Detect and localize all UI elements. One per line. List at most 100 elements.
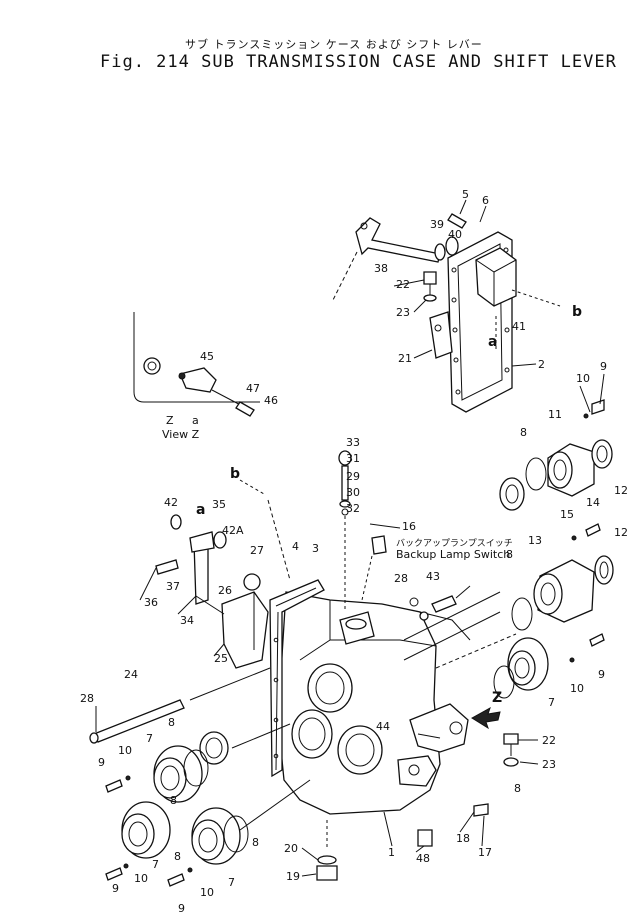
figure-title-japanese: サブ トランスミッション ケース および シフト レバー bbox=[185, 38, 483, 51]
callout: 11 bbox=[548, 408, 562, 421]
callout: 7 bbox=[228, 876, 235, 889]
callout: 8 bbox=[252, 836, 259, 849]
bolt bbox=[423, 271, 437, 285]
callout: 43 bbox=[426, 570, 440, 583]
callout: 25 bbox=[214, 652, 228, 665]
callout: 4 bbox=[292, 540, 299, 553]
callout: 27 bbox=[250, 544, 264, 557]
callout: 41 bbox=[512, 320, 526, 333]
callout: 1 bbox=[388, 846, 395, 859]
backup-lamp-switch-label: Backup Lamp Switch bbox=[396, 548, 510, 561]
callout: 10 bbox=[134, 872, 148, 885]
view-arrow bbox=[471, 706, 501, 730]
washer bbox=[434, 243, 446, 261]
callout-labels: 5 6 39 40 38 22 23 41 21 2 9 10 11 8 12 … bbox=[80, 188, 628, 915]
callout: 22 bbox=[542, 734, 556, 747]
callout: 24 bbox=[124, 668, 138, 681]
callout: 19 bbox=[286, 870, 300, 883]
bracket bbox=[429, 311, 453, 359]
backup-lamp-switch bbox=[431, 595, 457, 613]
callout: 21 bbox=[398, 352, 412, 365]
fork-bracket bbox=[221, 591, 269, 669]
callout: 12 bbox=[614, 484, 628, 497]
callout: 8 bbox=[170, 794, 177, 807]
callout: 7 bbox=[152, 858, 159, 871]
callout: 26 bbox=[218, 584, 232, 597]
callout: 17 bbox=[478, 846, 492, 859]
callout: 6 bbox=[482, 194, 489, 207]
callout: 18 bbox=[456, 832, 470, 845]
callout: 37 bbox=[166, 580, 180, 593]
callout: 15 bbox=[560, 508, 574, 521]
callout: 23 bbox=[396, 306, 410, 319]
figure-title: Fig. 214 SUB TRANSMISSION CASE AND SHIFT… bbox=[100, 52, 617, 72]
callout: 9 bbox=[598, 668, 605, 681]
callout: 16 bbox=[402, 520, 416, 533]
callout: 44 bbox=[376, 720, 390, 733]
callout: 46 bbox=[264, 394, 278, 407]
callout: 8 bbox=[174, 850, 181, 863]
callout: 5 bbox=[462, 188, 469, 201]
ref-letter-b: b bbox=[230, 466, 240, 482]
callout: 2 bbox=[538, 358, 545, 371]
bearing-covers-right bbox=[473, 399, 614, 817]
breather-and-switch bbox=[338, 450, 471, 621]
callout: 9 bbox=[178, 902, 185, 915]
callout: 10 bbox=[118, 744, 132, 757]
callout: 7 bbox=[146, 732, 153, 745]
callout: 8 bbox=[520, 426, 527, 439]
callout: 48 bbox=[416, 852, 430, 865]
view-mark-a: a bbox=[192, 414, 199, 427]
callout: 9 bbox=[112, 882, 119, 895]
callout: 38 bbox=[374, 262, 388, 275]
shift-fork-assembly bbox=[155, 499, 291, 669]
shift-lever bbox=[355, 217, 441, 263]
callout: 8 bbox=[168, 716, 175, 729]
callout: 31 bbox=[346, 452, 360, 465]
callout: 39 bbox=[430, 218, 444, 231]
callout: 10 bbox=[570, 682, 584, 695]
callout: 40 bbox=[448, 228, 462, 241]
sub-transmission-case bbox=[269, 579, 517, 881]
mounting-bracket bbox=[409, 703, 469, 753]
shift-lever-cover-assembly bbox=[331, 213, 561, 413]
callout: 36 bbox=[144, 596, 158, 609]
leader-lines bbox=[95, 199, 605, 877]
callout: 35 bbox=[212, 498, 226, 511]
callout: 8 bbox=[514, 782, 521, 795]
callout: 42 bbox=[164, 496, 178, 509]
view-mark-z: Z bbox=[166, 414, 174, 427]
gasket-plate bbox=[269, 579, 325, 778]
callout: 32 bbox=[346, 502, 360, 515]
callout: 30 bbox=[346, 486, 360, 499]
callout: 9 bbox=[98, 756, 105, 769]
callout: 12 bbox=[614, 526, 628, 539]
bolt bbox=[447, 213, 467, 229]
backup-lamp-switch-label-jp: バックアップランプスイッチ bbox=[396, 538, 513, 549]
callout: 34 bbox=[180, 614, 194, 627]
callout: 3 bbox=[312, 542, 319, 555]
callout: 14 bbox=[586, 496, 600, 509]
ref-letter-a: a bbox=[488, 334, 497, 350]
callout: 8 bbox=[506, 548, 513, 561]
callout: 33 bbox=[346, 436, 360, 449]
view-z-detail bbox=[133, 312, 260, 417]
callout: 47 bbox=[246, 382, 260, 395]
callout: 23 bbox=[542, 758, 556, 771]
callout: 20 bbox=[284, 842, 298, 855]
callout: 9 bbox=[600, 360, 607, 373]
callout: 28 bbox=[80, 692, 94, 705]
bearing-covers-left bbox=[89, 667, 311, 887]
arrow-z-label: Z bbox=[492, 690, 502, 706]
callout: 42A bbox=[222, 524, 244, 537]
ref-letter-b: b bbox=[572, 304, 582, 320]
callout: 29 bbox=[346, 470, 360, 483]
callout: 10 bbox=[576, 372, 590, 385]
view-caption: View Z bbox=[162, 428, 200, 441]
ref-letter-a: a bbox=[196, 502, 205, 518]
callout: 45 bbox=[200, 350, 214, 363]
callout: 10 bbox=[200, 886, 214, 899]
callout: 13 bbox=[528, 534, 542, 547]
callout: 28 bbox=[394, 572, 408, 585]
